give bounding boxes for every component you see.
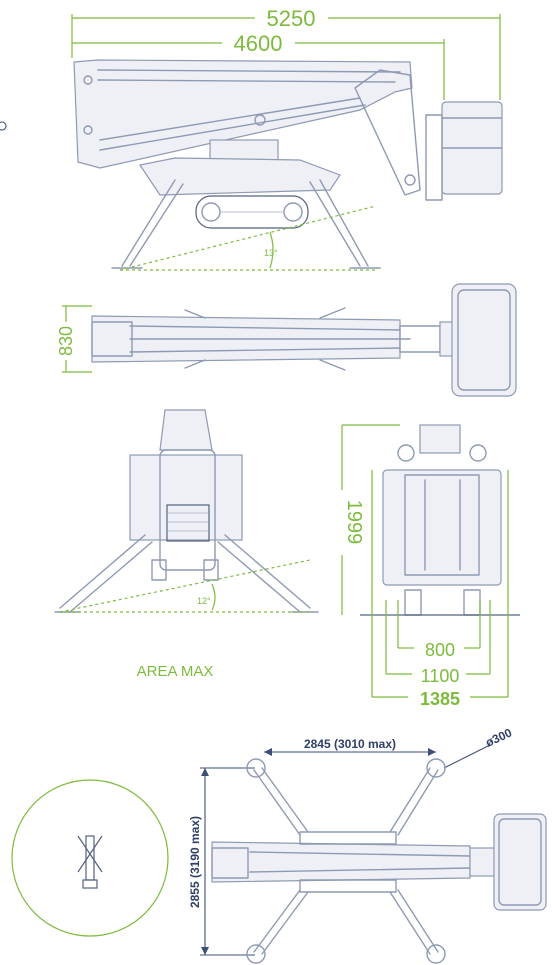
side-view: 5250 4600 xyxy=(0,6,503,271)
dimension-830: 830 xyxy=(56,305,92,373)
slope-12-label: 12° xyxy=(197,596,211,606)
outriggers-side xyxy=(111,179,381,269)
pad-diameter-label: ø300 xyxy=(483,725,514,749)
area-max-circle xyxy=(11,779,169,937)
area-max-machine-icon xyxy=(77,835,103,889)
slope-13: 13° xyxy=(119,205,377,271)
dimension-1999-label: 1999 xyxy=(343,500,365,545)
slope-12: 12° xyxy=(59,559,311,613)
dimension-800-label: 800 xyxy=(425,640,455,660)
dimension-1100: 1100 xyxy=(385,600,491,686)
dimension-1385: 1385 xyxy=(371,470,509,709)
dimension-5250: 5250 xyxy=(71,6,501,100)
dimension-4600-label: 4600 xyxy=(234,31,283,56)
boom-side xyxy=(73,59,421,196)
dimension-1385-label: 1385 xyxy=(420,689,460,709)
outrigger-view: 2845 (3010 max) 2855 (3190 max) ø300 xyxy=(188,725,547,964)
front-view: 12° xyxy=(54,409,319,613)
dimension-830-label: 830 xyxy=(56,326,76,356)
dimension-4600: 4600 xyxy=(72,31,445,100)
dimension-5250-label: 5250 xyxy=(267,6,316,31)
dimension-2845-label: 2845 (3010 max) xyxy=(304,737,396,751)
dimension-1999: 1999 xyxy=(341,424,400,615)
chassis-side xyxy=(139,139,341,229)
dimension-2855: 2855 (3190 max) xyxy=(188,767,255,956)
dimension-1100-label: 1100 xyxy=(421,666,460,686)
area-max-label: AREA MAX xyxy=(137,663,214,680)
basket-side xyxy=(425,101,503,201)
dimension-pad-diameter: ø300 xyxy=(443,725,514,769)
dimension-800: 800 xyxy=(397,600,481,660)
dimension-2855-label: 2855 (3190 max) xyxy=(188,816,202,908)
area-max: AREA MAX xyxy=(11,663,214,937)
marker-circle xyxy=(0,121,7,131)
top-view: 830 xyxy=(56,283,517,397)
rear-view: 1999 800 1100 xyxy=(341,424,520,709)
slope-13-label: 13° xyxy=(264,248,278,258)
dimension-2845: 2845 (3010 max) xyxy=(264,737,436,756)
